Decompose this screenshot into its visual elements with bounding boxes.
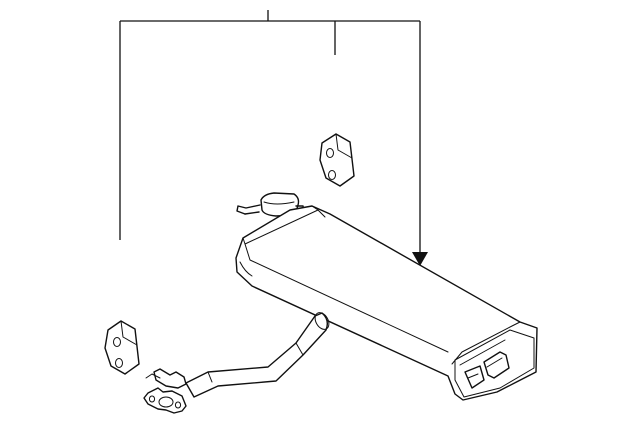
- muffler-assembly: [235, 192, 538, 401]
- front-pipe-bracket: [153, 368, 187, 389]
- front-pipe-tube: [185, 312, 329, 398]
- callout-lines: [119, 10, 428, 266]
- rubber-hanger-lower: [104, 320, 140, 375]
- callout-arrowhead: [412, 252, 428, 266]
- front-pipe: [143, 312, 330, 414]
- muffler-end-face: [454, 329, 535, 398]
- muffler-hanger-bracket: [236, 204, 261, 215]
- front-pipe-flange: [143, 387, 187, 414]
- muffler-tailpipe: [483, 351, 510, 379]
- rubber-hanger-upper: [319, 133, 355, 187]
